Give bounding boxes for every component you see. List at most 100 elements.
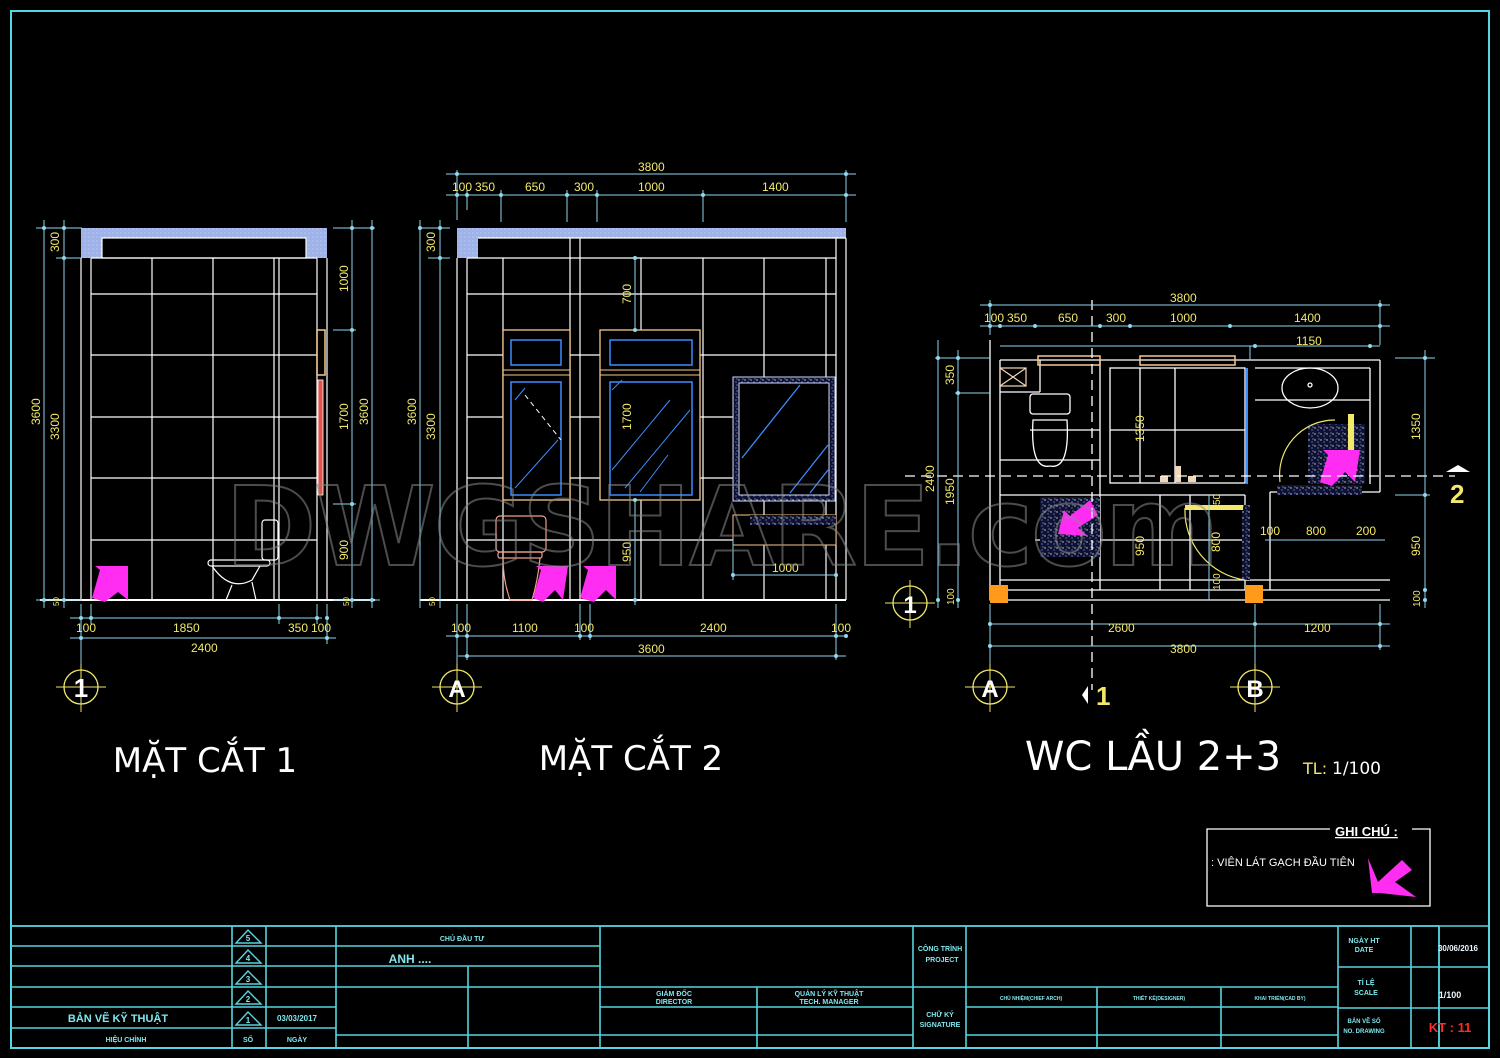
rev-header-no: SỐ bbox=[243, 1034, 254, 1044]
dim-text: 3800 bbox=[1170, 642, 1197, 656]
dim-text: 300 bbox=[48, 232, 62, 252]
grid-axis-bubble: A bbox=[432, 664, 482, 712]
door-swing bbox=[1184, 507, 1246, 581]
scale-value: 1/100 bbox=[1439, 990, 1462, 1000]
dim-text: 350 bbox=[288, 621, 308, 635]
dim-text: 950 bbox=[1133, 536, 1147, 556]
window-elevation-2 bbox=[599, 329, 701, 501]
dim-text: 100 bbox=[1412, 590, 1423, 607]
dim-text: 300 bbox=[424, 232, 438, 252]
dim-text: 100 bbox=[946, 588, 957, 605]
dim-text: 3600 bbox=[405, 398, 419, 425]
drawing-number: KT : 11 bbox=[1429, 1020, 1472, 1035]
dim-text: 3300 bbox=[48, 413, 62, 440]
project-label-en: PROJECT bbox=[925, 957, 959, 964]
svg-text:A: A bbox=[448, 676, 465, 703]
grid-axis-bubble: 1 bbox=[56, 664, 106, 712]
dim-text: 3600 bbox=[29, 398, 43, 425]
dim-text: 800 bbox=[1306, 524, 1326, 538]
dim-text: 100 bbox=[311, 621, 331, 635]
svg-text:B: B bbox=[1246, 676, 1263, 703]
svg-text:1: 1 bbox=[903, 592, 916, 619]
dim-text: 1000 bbox=[772, 561, 799, 575]
sink-plan-icon bbox=[1281, 367, 1339, 409]
svg-text:A: A bbox=[981, 676, 998, 703]
dim-text: 100 bbox=[1212, 573, 1223, 590]
section-mark-2: 2 bbox=[1446, 465, 1470, 509]
rev-header-label: HIỆU CHỈNH bbox=[106, 1035, 147, 1044]
signature-label-en: SIGNATURE bbox=[920, 1022, 961, 1029]
signature-label: CHỮ KÝ bbox=[926, 1010, 954, 1019]
dim-text: 3800 bbox=[1170, 291, 1197, 305]
window-elevation-1 bbox=[502, 329, 571, 501]
dim-text: 300 bbox=[1106, 311, 1126, 325]
dim-text: 1850 bbox=[173, 621, 200, 635]
dim-text: 1150 bbox=[1296, 334, 1322, 348]
dim-text: 1700 bbox=[620, 403, 634, 430]
dim-text: 350 bbox=[943, 365, 957, 385]
dim-text: 100 bbox=[574, 621, 594, 635]
dim-text: 2400 bbox=[923, 465, 937, 492]
dim-text: 300 bbox=[574, 180, 594, 194]
dim-text: 50 bbox=[1212, 493, 1223, 505]
dim-text: 1400 bbox=[762, 180, 789, 194]
dim-text: 1350 bbox=[1409, 413, 1423, 440]
dim-text: 50 bbox=[342, 597, 351, 606]
dim-text: 650 bbox=[525, 180, 545, 194]
director-label-en: DIRECTOR bbox=[656, 999, 692, 1006]
dim-text: 950 bbox=[620, 542, 634, 562]
dim-text: 1000 bbox=[337, 265, 351, 292]
date-label-en: DATE bbox=[1355, 947, 1374, 954]
dim-text: 100 bbox=[451, 621, 471, 635]
scale-label-en: SCALE bbox=[1354, 990, 1378, 997]
dim-text: 1350 bbox=[1133, 415, 1147, 442]
revision-date: 03/03/2017 bbox=[277, 1014, 318, 1023]
revision-number: 1 bbox=[246, 1016, 251, 1025]
mirror-elevation bbox=[732, 376, 837, 546]
svg-text:1: 1 bbox=[74, 673, 88, 703]
first-tile-marker-icon bbox=[533, 566, 568, 602]
column bbox=[1245, 585, 1263, 603]
scale-label: TL: bbox=[1302, 759, 1327, 778]
dim-text: 1200 bbox=[1304, 621, 1331, 635]
revision-number: 5 bbox=[246, 934, 251, 943]
dim-text: 3600 bbox=[357, 398, 371, 425]
section-mark-1: 1 bbox=[1082, 681, 1110, 711]
dim-text: 1100 bbox=[512, 621, 538, 635]
drawing-no-label-en: NO. DRAWING bbox=[1343, 1029, 1385, 1035]
dim-text: 950 bbox=[1409, 536, 1423, 556]
legend-title: GHI CHÚ : bbox=[1335, 824, 1398, 839]
revision-triangles bbox=[234, 928, 263, 1026]
dim-text: 100 bbox=[831, 621, 851, 635]
revision-number: 3 bbox=[246, 975, 251, 984]
date-label: NGÀY HT bbox=[1348, 936, 1380, 945]
legend-item-label: : VIÊN LÁT GẠCH ĐẦU TIÊN bbox=[1211, 856, 1355, 869]
dim-text: 3300 bbox=[424, 413, 438, 440]
dim-text: 900 bbox=[337, 540, 351, 560]
tech-manager-label: QUẢN LÝ KỸ THUẬT bbox=[795, 989, 865, 998]
designer-label: THIẾT KẾ(DESIGNER) bbox=[1133, 995, 1186, 1002]
dim-text: 1000 bbox=[1170, 311, 1197, 325]
dim-text: 350 bbox=[475, 180, 495, 194]
grid-axis-bubble: A bbox=[965, 664, 1015, 712]
revision-number: 4 bbox=[246, 954, 251, 963]
dim-text: 350 bbox=[1007, 311, 1027, 325]
dim-text: 1700 bbox=[337, 403, 351, 430]
section-view-1: 300 3300 3600 1000 1700 900 3600 50 50 1… bbox=[29, 220, 380, 781]
scale-value: 1/100 bbox=[1332, 759, 1381, 779]
tech-manager-label-en: TECH. MANAGER bbox=[799, 999, 858, 1006]
dim-text: 50 bbox=[52, 597, 61, 606]
svg-text:2: 2 bbox=[1450, 479, 1464, 509]
dim-text: 2600 bbox=[1108, 621, 1135, 635]
rev-header-date: NGÀY bbox=[287, 1035, 308, 1044]
dim-text: 200 bbox=[1356, 524, 1376, 538]
dim-text: 3800 bbox=[638, 160, 665, 174]
dim-text: 800 bbox=[1209, 532, 1223, 552]
faucet-icon bbox=[1160, 466, 1196, 482]
date-value: 30/06/2016 bbox=[1438, 944, 1479, 953]
grid-axis-bubble: 1 bbox=[885, 580, 935, 628]
first-tile-marker-icon bbox=[580, 566, 616, 602]
first-tile-marker-icon bbox=[1320, 450, 1360, 486]
dim-text: 1000 bbox=[638, 180, 665, 194]
